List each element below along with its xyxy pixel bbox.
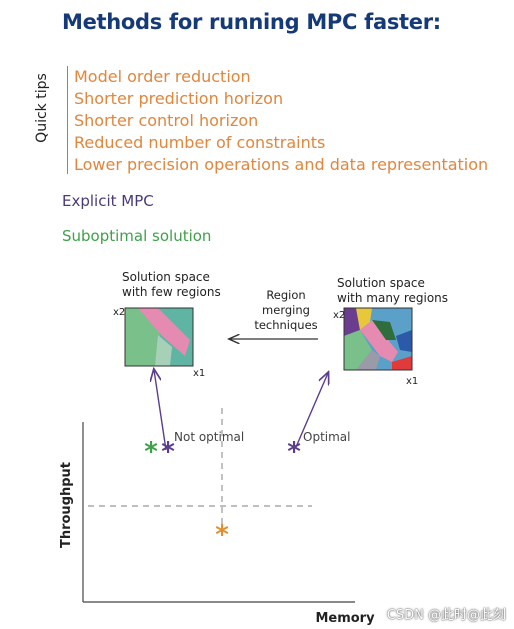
region-darkgreen <box>372 320 396 340</box>
many-regions-caption-line: with many regions <box>337 291 449 305</box>
region-yellow <box>356 308 372 330</box>
region-pink <box>138 308 190 356</box>
explicit-mpc-label: Explicit MPC <box>62 192 154 210</box>
slide-title: Methods for running MPC faster: <box>62 10 441 34</box>
region-red <box>392 356 412 370</box>
not-optimal-arrow <box>154 370 167 451</box>
merging-caption-line: Region <box>266 288 306 302</box>
tip-item: Model order reduction <box>74 67 251 86</box>
watermark: CSDN @此时@此刻 <box>386 608 506 623</box>
x-axis-label: Memory <box>315 611 375 626</box>
optimal-label: Optimal <box>303 430 350 444</box>
optimal-arrow <box>295 373 328 448</box>
suboptimal-label: Suboptimal solution <box>62 227 212 245</box>
tip-item: Shorter prediction horizon <box>74 89 284 108</box>
merging-caption: Region merging techniques <box>246 288 326 333</box>
tip-item: Reduced number of constraints <box>74 133 326 152</box>
merging-caption-line: merging <box>262 303 310 317</box>
merging-caption-line: techniques <box>254 318 318 332</box>
region-purple <box>344 308 360 336</box>
region-pink <box>360 320 398 362</box>
purple-star-not-optimal: * <box>161 437 175 467</box>
few-regions-caption-line: with few regions <box>122 285 221 299</box>
many-regions-plot: x2 x1 <box>333 307 418 387</box>
few-x1-label: x1 <box>193 368 205 379</box>
region-darkblue <box>396 330 412 352</box>
tip-item: Shorter control horizon <box>74 111 259 130</box>
orange-star: * <box>215 520 229 550</box>
many-x2-label: x2 <box>333 310 345 321</box>
few-regions-caption-line: Solution space <box>122 270 210 284</box>
few-regions-caption: Solution space with few regions <box>122 270 221 300</box>
purple-star-optimal: * <box>287 437 301 467</box>
many-x1-label: x1 <box>406 376 418 387</box>
region-gray <box>356 350 380 370</box>
few-regions-frame <box>124 307 194 367</box>
quick-tips-list: Model order reduction Shorter prediction… <box>74 66 488 176</box>
green-star: * <box>144 437 158 467</box>
few-regions-plot: x2 x1 <box>113 307 205 379</box>
many-regions-caption: Solution space with many regions <box>337 276 448 306</box>
quick-tips-divider <box>67 66 68 174</box>
region-green <box>344 330 372 370</box>
not-optimal-label: Not optimal <box>174 430 244 444</box>
many-regions-frame <box>343 307 413 371</box>
tip-item: Lower precision operations and data repr… <box>74 155 489 174</box>
few-x2-label: x2 <box>113 307 125 318</box>
region-light <box>155 335 172 366</box>
many-regions-caption-line: Solution space <box>337 276 425 290</box>
y-axis-label: Throughput <box>59 462 74 548</box>
